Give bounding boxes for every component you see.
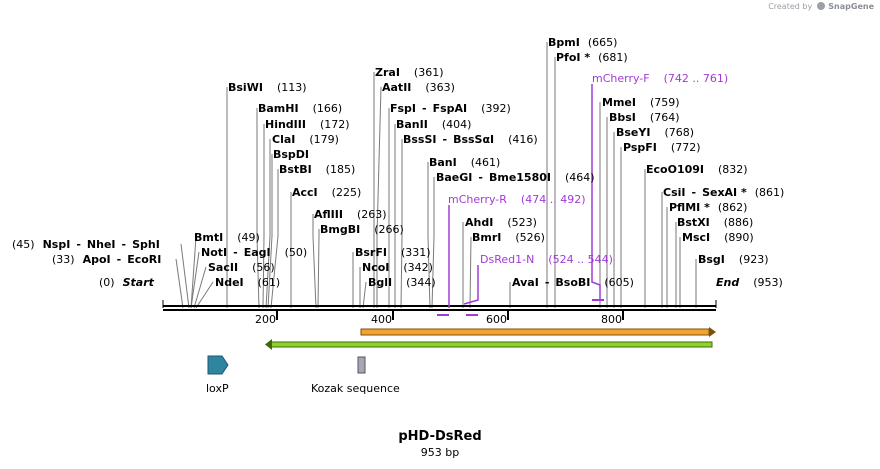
site-label-bstxi[interactable]: BstXI(886) [677, 216, 753, 229]
site-label-ncoi[interactable]: NcoI(342) [362, 261, 433, 274]
site-label-bpmi[interactable]: BpmI(665) [548, 36, 617, 49]
backbone [162, 300, 717, 311]
site-label-nspi[interactable]: (45)NspI-NheI-SphI [12, 238, 160, 251]
primer-mcherry-f-mark[interactable] [591, 84, 601, 300]
site-label-bstbi[interactable]: BstBI(185) [279, 163, 355, 176]
site-label-bbsi[interactable]: BbsI(764) [609, 111, 680, 124]
site-label-noti[interactable]: NotI-EagI(50) [201, 246, 307, 259]
site-label-afliii[interactable]: AflIII(263) [314, 208, 387, 221]
site-label-zrai[interactable]: ZraI(361) [375, 66, 444, 79]
loxp-feature[interactable] [207, 355, 229, 375]
site-label-clai[interactable]: ClaI(179) [272, 133, 339, 146]
plasmid-length: 953 bp [420, 446, 460, 459]
site-label-bsssi[interactable]: BssSI-BssSαI(416) [403, 133, 538, 146]
site-label-bsrfi[interactable]: BsrFI(331) [355, 246, 431, 259]
site-label-bsiwi[interactable]: BsiWI(113) [228, 81, 307, 94]
site-label-csii[interactable]: CsiI-SexAI *(861) [663, 186, 784, 199]
primer-label-mcherry-f[interactable]: mCherry-F(742 .. 761) [592, 72, 728, 85]
feature-label-loxp: loxP [206, 382, 229, 395]
site-label-bspdi[interactable]: BspDI [273, 148, 309, 161]
start-label: (0)Start [99, 276, 155, 289]
credit-brand: SnapGene [828, 2, 874, 11]
feature-label-kozak: Kozak sequence [311, 382, 400, 395]
green-feature-arrow[interactable] [265, 339, 713, 350]
primer-marks [437, 84, 604, 316]
site-label-apoi[interactable]: (33)ApoI-EcoRI [52, 253, 161, 266]
loxp-arrow-icon[interactable] [207, 355, 229, 375]
primer-label-mcherry-r[interactable]: mCherry-R(474 .. 492) [448, 193, 585, 206]
credit: Created by SnapGene [768, 2, 874, 11]
tick-label-800: 800 [601, 313, 622, 326]
site-label-sacii[interactable]: SacII(56) [208, 261, 275, 274]
orange-feature-arrow[interactable] [360, 327, 716, 337]
credit-prefix: Created by [768, 2, 813, 11]
site-label-bmti[interactable]: BmtI(49) [194, 231, 260, 244]
site-label-bamhi[interactable]: BamHI(166) [258, 102, 342, 115]
site-label-bgli[interactable]: BglI(344) [368, 276, 436, 289]
site-label-ecoo109i[interactable]: EcoO109I(832) [646, 163, 748, 176]
ruler: 200 400 600 800 [255, 310, 624, 326]
site-labels: BpmI(665) PfoI *(681) ZraI(361) AatII(36… [12, 36, 784, 289]
end-label: End(953) [716, 276, 783, 289]
site-label-aatii[interactable]: AatII(363) [382, 81, 455, 94]
snapgene-logo-icon [816, 2, 825, 10]
site-label-acci[interactable]: AccI(225) [292, 186, 361, 199]
plasmid-title: pHD-DsRed [398, 429, 482, 444]
site-label-bmgbi[interactable]: BmgBI(266) [320, 223, 404, 236]
site-label-baegi[interactable]: BaeGI-Bme1580I(464) [436, 171, 595, 184]
site-label-avai[interactable]: AvaI-BsoBI(605) [512, 276, 634, 289]
tick-label-600: 600 [486, 313, 507, 326]
site-label-pfoi[interactable]: PfoI *(681) [556, 51, 628, 64]
site-label-msci[interactable]: MscI(890) [682, 231, 754, 244]
site-label-ahdi[interactable]: AhdI(523) [465, 216, 537, 229]
site-label-bmri[interactable]: BmrI(526) [472, 231, 545, 244]
site-label-mmei[interactable]: MmeI(759) [602, 96, 680, 109]
tick-label-400: 400 [371, 313, 392, 326]
site-label-fspi[interactable]: FspI-FspAI(392) [390, 102, 511, 115]
map-features [207, 327, 716, 375]
site-label-pflmi[interactable]: PflMI *(862) [669, 201, 747, 214]
kozak-feature[interactable] [357, 356, 366, 374]
site-label-hindiii[interactable]: HindIII(172) [265, 118, 350, 131]
site-label-ndei[interactable]: NdeI(61) [215, 276, 280, 289]
primer-dsred1-n-line[interactable] [463, 265, 479, 305]
site-label-pspfi[interactable]: PspFI(772) [623, 141, 701, 154]
site-label-bseyi[interactable]: BseYI(768) [616, 126, 694, 139]
site-lines [175, 42, 697, 309]
tick-label-200: 200 [255, 313, 276, 326]
site-label-bani[interactable]: BanI(461) [429, 156, 500, 169]
primer-label-dsred1-n[interactable]: DsRed1-N(524 .. 544) [480, 253, 613, 266]
site-label-banii[interactable]: BanII(404) [396, 118, 471, 131]
site-label-bsgi[interactable]: BsgI(923) [698, 253, 769, 266]
